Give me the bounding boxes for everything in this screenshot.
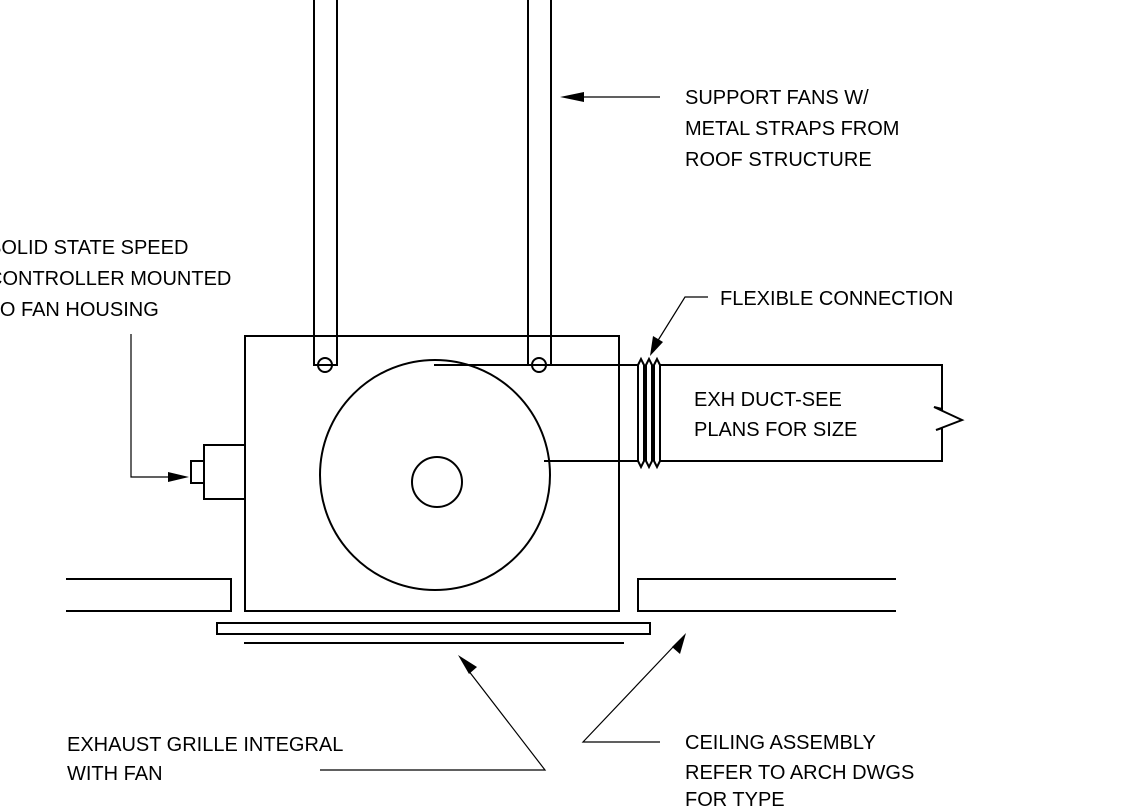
label-duct-line-1: EXH DUCT-SEE: [694, 389, 842, 411]
exhaust-duct: [659, 364, 965, 462]
ceiling: [66, 578, 896, 612]
discharge-outlet: [434, 364, 639, 462]
speed-controller: [190, 444, 246, 500]
ceiling-leader: [581, 645, 675, 743]
controller-leader: [130, 334, 171, 478]
label-duct: EXH DUCT-SEE PLANS FOR SIZE: [694, 389, 857, 441]
label-controller-line-1: SOLID STATE SPEED: [0, 237, 188, 259]
label-ceiling-line-2: REFER TO ARCH DWGS: [685, 762, 914, 784]
fan-wheel: [319, 359, 551, 591]
label-flexible-line-1: FLEXIBLE CONNECTION: [720, 288, 953, 310]
label-grille-line-2: WITH FAN: [67, 763, 163, 785]
label-controller: SOLID STATE SPEED CONTROLLER MOUNTED TO …: [0, 237, 237, 321]
leaders: [130, 92, 708, 771]
grille-leader: [320, 669, 547, 771]
label-grille: EXHAUST GRILLE INTEGRAL WITH FAN: [67, 734, 348, 785]
flexible-leader: [656, 296, 708, 343]
label-controller-line-3: TO FAN HOUSING: [0, 299, 159, 321]
label-support-line-2: METAL STRAPS FROM: [685, 118, 899, 140]
exhaust-grille: [216, 622, 651, 644]
left-strap-bolt: [317, 357, 333, 373]
right-strap: [527, 0, 552, 366]
label-controller-line-2: CONTROLLER MOUNTED: [0, 268, 231, 290]
label-ceiling-line-1: CEILING ASSEMBLY: [685, 732, 875, 754]
label-support-line-1: SUPPORT FANS W/: [685, 87, 869, 109]
label-support: SUPPORT FANS W/ METAL STRAPS FROM ROOF S…: [685, 87, 905, 171]
left-strap: [313, 0, 338, 366]
fan-hub: [411, 456, 463, 508]
support-straps: [313, 0, 552, 373]
label-grille-line-1: EXHAUST GRILLE INTEGRAL: [67, 734, 343, 756]
label-support-line-3: ROOF STRUCTURE: [685, 149, 872, 171]
fan-housing: [244, 335, 620, 612]
ceiling-right: [637, 578, 896, 612]
label-ceiling-line-3: FOR TYPE: [685, 789, 785, 808]
label-flexible: FLEXIBLE CONNECTION: [720, 288, 953, 310]
label-duct-line-2: PLANS FOR SIZE: [694, 419, 857, 441]
label-ceiling: CEILING ASSEMBLY REFER TO ARCH DWGS FOR …: [685, 732, 920, 808]
ceiling-left: [66, 578, 232, 612]
flexible-connection: [637, 356, 661, 470]
